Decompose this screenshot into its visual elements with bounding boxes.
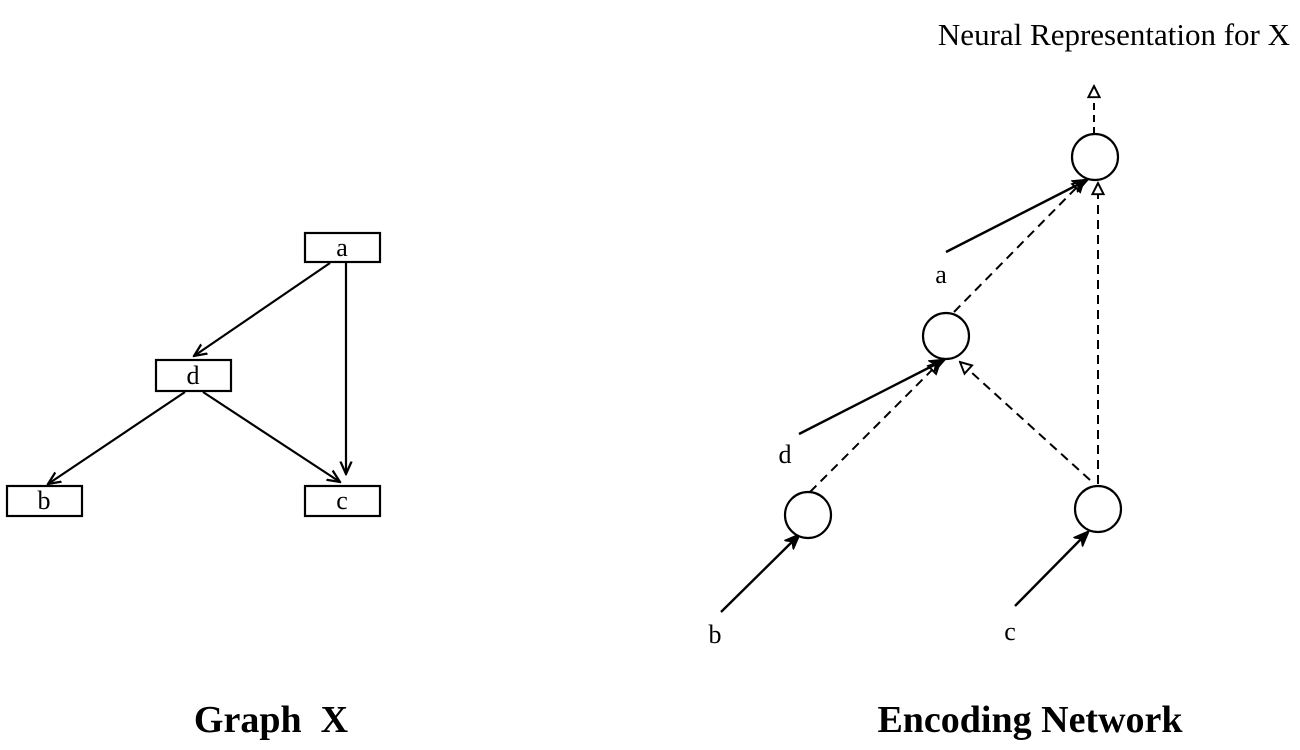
graph-caption: Graph X (194, 699, 348, 741)
network-input-arrow-c (1014, 532, 1088, 607)
network-input-arrow-b (720, 535, 799, 613)
network-unit-right (1073, 484, 1123, 534)
graph-edge-d-c (202, 391, 340, 482)
network-dashed-right-to-mid (960, 362, 1091, 481)
graph-edge-a-d (194, 262, 331, 356)
network-unit-top (1070, 132, 1120, 182)
network-dashed-mid-to-top (953, 180, 1084, 313)
network-input-label-a: a (935, 260, 947, 289)
network-input-arrow-a (945, 180, 1087, 254)
graph-node-d: d (154, 358, 233, 393)
network-input-label-c: c (1004, 617, 1016, 646)
network-dashed-left-to-mid (809, 362, 940, 493)
graph-node-d-label: d (187, 361, 200, 390)
network-input-label-b: b (709, 620, 722, 649)
graph-node-b: b (5, 484, 84, 518)
graph-node-c: c (303, 484, 382, 518)
graph-node-b-label: b (38, 486, 51, 515)
network-input-arrow-d (798, 360, 944, 436)
network-unit-mid (921, 311, 971, 361)
network-input-label-d: d (779, 440, 792, 469)
encoding-network: Neural Representation for X a d b c Enco… (709, 17, 1291, 741)
network-output-title: Neural Representation for X (938, 17, 1290, 52)
network-unit-left (783, 490, 833, 540)
graph-node-a-label: a (336, 233, 348, 262)
graph-node-c-label: c (336, 486, 348, 515)
network-caption: Encoding Network (877, 699, 1183, 741)
graph-node-a: a (303, 231, 382, 264)
graph-edge-d-b (48, 391, 186, 484)
graph-x: a d b c Graph X (5, 231, 382, 741)
